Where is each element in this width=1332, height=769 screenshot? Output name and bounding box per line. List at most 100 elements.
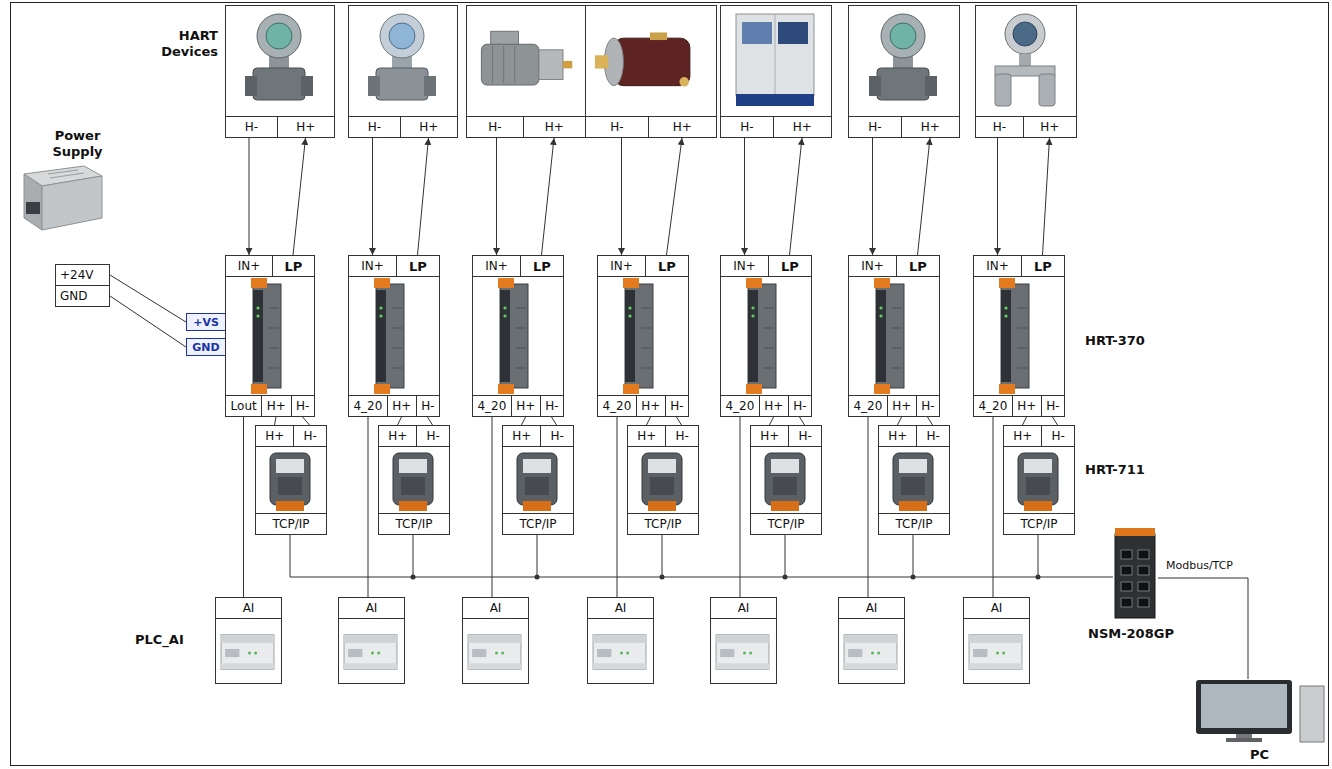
terminal-name: AI bbox=[991, 601, 1003, 615]
plc-ai-box: AI bbox=[838, 597, 905, 684]
terminal-cell: H+ bbox=[1023, 117, 1076, 137]
signal-wire bbox=[110, 296, 186, 347]
terminal-row: 4_20H+H- bbox=[721, 395, 811, 416]
signal-wire bbox=[1023, 417, 1058, 425]
terminal-row: H-H+ bbox=[349, 116, 457, 137]
terminal-cell: AI bbox=[839, 598, 904, 618]
hrt370-module-box: IN+LP4_20H+H- bbox=[348, 255, 440, 417]
terminal-name: +24V bbox=[60, 268, 94, 282]
gateway-module bbox=[393, 453, 433, 511]
terminal-row: +24V bbox=[56, 265, 109, 285]
plc-ai-box: AI bbox=[963, 597, 1030, 684]
terminal-cell: TCP/IP bbox=[628, 514, 698, 534]
terminal-cell: H- bbox=[788, 426, 821, 446]
terminal-name: GND bbox=[60, 289, 88, 303]
terminal-cell: LP bbox=[1021, 256, 1064, 276]
terminal-name: H+ bbox=[296, 120, 315, 134]
picture-area bbox=[586, 6, 716, 116]
terminal-cell: H- bbox=[226, 117, 277, 137]
picture-area bbox=[339, 618, 404, 683]
terminal-name: H- bbox=[740, 120, 753, 134]
signal-wire bbox=[110, 275, 186, 322]
terminal-row: GND bbox=[56, 285, 109, 306]
junction-dot bbox=[660, 575, 665, 580]
terminal-name: H+ bbox=[1013, 429, 1032, 443]
terminal-cell: H- bbox=[788, 396, 811, 416]
signal-wire bbox=[740, 417, 741, 597]
signal-arrow bbox=[496, 138, 497, 255]
terminal-name: H+ bbox=[512, 429, 531, 443]
signal-arrow bbox=[293, 138, 306, 255]
terminal-name: H- bbox=[421, 399, 434, 413]
signal-arrow bbox=[542, 138, 555, 255]
terminal-cell: H- bbox=[849, 117, 901, 137]
analyzer-cabinet bbox=[736, 14, 814, 106]
signal-wire bbox=[617, 417, 618, 597]
terminal-cell: H+ bbox=[277, 117, 334, 137]
hart-device-box: H- H+ bbox=[225, 5, 335, 138]
terminal-cell: AI bbox=[463, 598, 528, 618]
signal-wire bbox=[898, 417, 933, 425]
gateway-module bbox=[270, 453, 310, 511]
hrt370-module-box: IN+LPLoutH+H- bbox=[225, 255, 315, 417]
terminal-cell: LP bbox=[896, 256, 939, 276]
terminal-cell: H+ bbox=[523, 117, 585, 137]
plc-unit bbox=[221, 635, 274, 670]
terminal-cell: H+ bbox=[901, 117, 959, 137]
terminal-row: H- H+ bbox=[226, 116, 334, 137]
terminal-row: TCP/IP bbox=[879, 513, 949, 534]
hrt370-module-box: IN+LP4_20H+H- bbox=[848, 255, 940, 417]
bus-drop bbox=[785, 535, 786, 577]
hrt711-converter-box: H+H-TCP/IP bbox=[502, 425, 574, 535]
terminal-name: 4_20 bbox=[978, 399, 1007, 413]
power-supply-unit bbox=[24, 166, 102, 230]
terminal-cell: IN+ bbox=[226, 256, 272, 276]
terminal-cell: AI bbox=[711, 598, 776, 618]
picture-area bbox=[849, 276, 939, 395]
part-label: PLC_AI bbox=[135, 632, 184, 648]
terminal-name: H- bbox=[676, 429, 689, 443]
terminal-cell: H- bbox=[916, 396, 939, 416]
gateway-module bbox=[765, 453, 805, 511]
terminal-name: H- bbox=[868, 120, 881, 134]
hrt711-converter-box: H+H-TCP/IP bbox=[627, 425, 699, 535]
terminal-cell: H- bbox=[416, 396, 439, 416]
terminal-cell: IN+ bbox=[349, 256, 396, 276]
terminal-name: H+ bbox=[545, 120, 564, 134]
signal-wire bbox=[868, 417, 869, 597]
terminal-cell: H+ bbox=[379, 426, 416, 446]
actuator bbox=[595, 32, 690, 86]
pc-computer bbox=[1196, 680, 1324, 742]
terminal-name: TCP/IP bbox=[519, 517, 556, 531]
bus-drop bbox=[413, 535, 414, 577]
plc-ai-box: AI bbox=[587, 597, 654, 684]
signal-wire bbox=[647, 417, 682, 425]
picture-area bbox=[216, 618, 281, 683]
junction-dot bbox=[411, 575, 416, 580]
terminal-cell: H+ bbox=[879, 426, 916, 446]
terminal-cell: GND bbox=[56, 286, 109, 306]
isolator-module bbox=[251, 278, 281, 394]
terminal-row: AI bbox=[839, 598, 904, 618]
terminal-name: TCP/IP bbox=[1020, 517, 1057, 531]
outer-frame bbox=[11, 3, 1329, 766]
terminal-cell: H- bbox=[1041, 426, 1074, 446]
terminal-name: 4_20 bbox=[725, 399, 754, 413]
terminal-row: IN+LP bbox=[473, 256, 563, 276]
terminal-name: H+ bbox=[1017, 399, 1036, 413]
terminal-row: LoutH+H- bbox=[226, 395, 314, 416]
terminal-row: TCP/IP bbox=[751, 513, 821, 534]
terminal-name: TCP/IP bbox=[395, 517, 432, 531]
signal-wire bbox=[398, 417, 433, 425]
terminal-name: H- bbox=[1046, 399, 1059, 413]
terminal-cell: 4_20 bbox=[974, 396, 1012, 416]
terminal-row: AI bbox=[588, 598, 653, 618]
terminal-cell: TCP/IP bbox=[379, 514, 449, 534]
pressure-transmitter bbox=[368, 14, 436, 100]
terminal-cell: IN+ bbox=[721, 256, 768, 276]
terminal-name: H+ bbox=[892, 399, 911, 413]
picture-area bbox=[226, 6, 334, 116]
hrt711-converter-box: H+H-TCP/IP bbox=[750, 425, 822, 535]
terminal-cell: H- bbox=[540, 396, 563, 416]
